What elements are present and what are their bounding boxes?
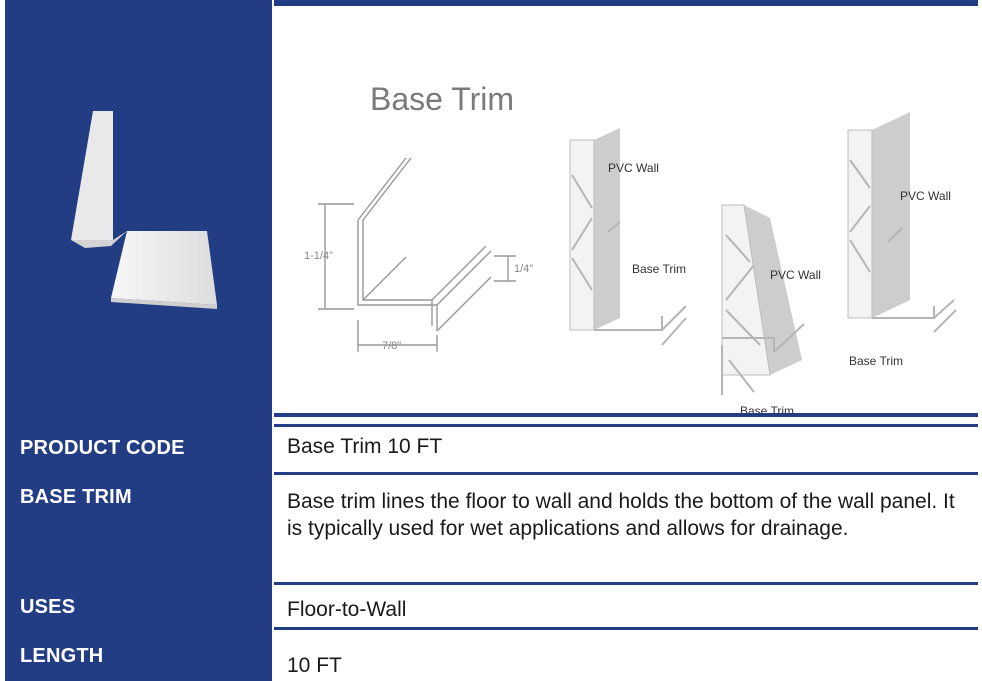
rule-4	[274, 582, 978, 585]
dimension-height: 1-1/4"	[304, 250, 333, 262]
diagram-panel: Base Trim 1-1/4" 1/4" 7/8"	[274, 0, 978, 418]
left-label-column	[5, 0, 272, 681]
spec-value-base-trim: Base trim lines the floor to wall and ho…	[287, 490, 955, 540]
spec-label-base-trim: BASE TRIM	[20, 486, 132, 508]
install-illustration-1: PVC Wall Base Trim	[569, 128, 687, 346]
dimension-lip: 1/4"	[514, 263, 533, 275]
spec-label-length: LENGTH	[20, 645, 104, 667]
rule-5	[274, 627, 978, 630]
base-trim-label-1: Base Trim	[632, 262, 686, 276]
dimension-width: 7/8"	[382, 340, 401, 352]
trim-fold-edge	[71, 231, 127, 248]
base-trim-diagram: Base Trim 1-1/4" 1/4" 7/8"	[304, 81, 957, 418]
profile-drawing	[318, 157, 516, 352]
spec-label-uses: USES	[20, 596, 76, 618]
product-photo-panel	[5, 0, 272, 413]
pvc-wall-label-1: PVC Wall	[608, 161, 659, 175]
top-rule	[274, 0, 978, 6]
base-trim-label-3: Base Trim	[849, 354, 903, 368]
diagram-title: Base Trim	[370, 81, 514, 117]
spec-value-product-code: Base Trim 10 FT	[287, 435, 443, 458]
install-illustration-2: PVC Wall Base Trim	[721, 204, 821, 418]
rule-2	[274, 424, 978, 427]
pvc-wall-label-2: PVC Wall	[770, 268, 821, 282]
spec-value-uses: Floor-to-Wall	[287, 598, 407, 621]
product-photo	[71, 111, 217, 309]
rule-1	[274, 413, 978, 417]
trim-front-face	[111, 231, 217, 305]
base-trim-label-2: Base Trim	[740, 404, 794, 413]
spec-value-length: 10 FT	[287, 654, 342, 677]
install-illustration-3: PVC Wall Base Trim	[847, 112, 957, 368]
rule-3	[274, 472, 978, 475]
trim-back-flange	[71, 111, 113, 240]
pvc-wall-label-3: PVC Wall	[900, 189, 951, 203]
spec-label-product-code: PRODUCT CODE	[20, 437, 185, 459]
trim-lip	[111, 298, 217, 309]
